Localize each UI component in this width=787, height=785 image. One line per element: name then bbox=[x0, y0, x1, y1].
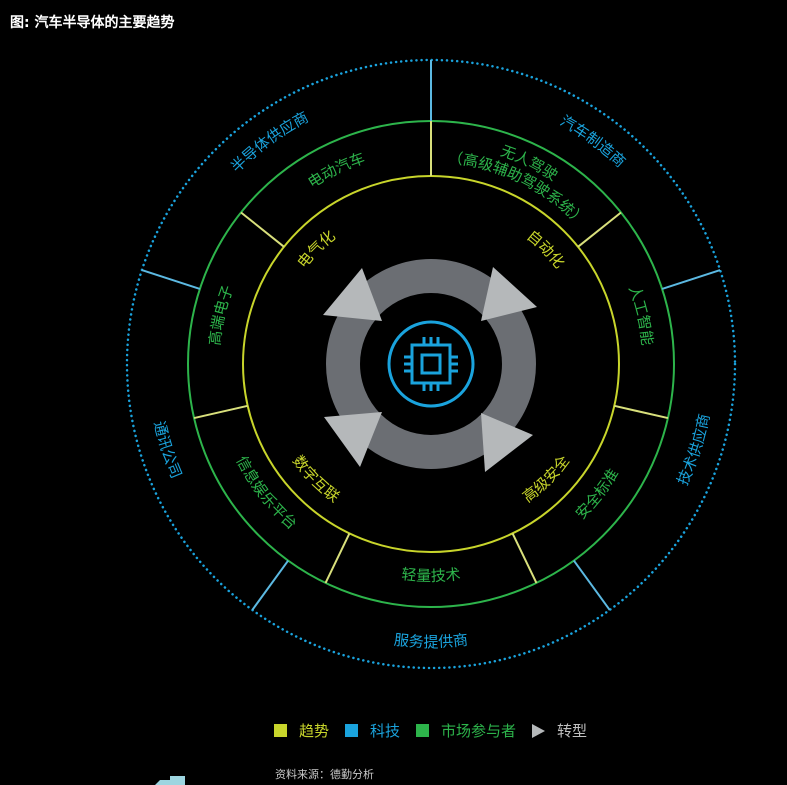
trend-label: 电气化 bbox=[294, 227, 339, 272]
middle-divider bbox=[324, 532, 351, 584]
triangle-icon bbox=[532, 723, 546, 738]
arrow-icon bbox=[323, 268, 382, 321]
middle-ring-circle bbox=[187, 120, 675, 608]
outer-divider bbox=[661, 269, 721, 290]
middle-label: 信息娱乐平台 bbox=[232, 453, 300, 533]
legend-label: 转型 bbox=[557, 722, 588, 740]
trend-swatch-icon bbox=[274, 724, 287, 737]
middle-divider bbox=[577, 211, 622, 248]
legend-label: 市场参与者 bbox=[441, 722, 517, 740]
chip-icon bbox=[387, 320, 475, 408]
transformation-arrows bbox=[323, 267, 537, 472]
legend-item-transform: 转型 bbox=[532, 720, 587, 741]
middle-divider bbox=[240, 211, 285, 248]
legend-label: 趋势 bbox=[299, 722, 330, 740]
tech-swatch-icon bbox=[345, 724, 359, 737]
arrow-icon bbox=[481, 413, 533, 472]
market-swatch-icon bbox=[416, 724, 430, 737]
legend-label: 科技 bbox=[370, 722, 401, 740]
outer-label: 半导体供应商 bbox=[227, 108, 311, 176]
middle-divider bbox=[614, 404, 669, 420]
middle-label: 人工智能 bbox=[625, 283, 656, 346]
middle-label: 高端电子 bbox=[206, 283, 237, 346]
source-note: 资料来源：德勤分析 bbox=[275, 768, 374, 781]
ring-dividers bbox=[141, 60, 721, 611]
middle-divider bbox=[193, 404, 248, 420]
figure-title: 图: 汽车半导体的主要趋势 bbox=[10, 15, 175, 31]
legend: 趋势 科技 市场参与者 转型 bbox=[274, 720, 603, 741]
outer-divider bbox=[573, 560, 611, 611]
legend-item-trend: 趋势 bbox=[274, 720, 329, 741]
middle-label: 安全标准 bbox=[572, 465, 622, 522]
arrow-icon bbox=[324, 412, 382, 467]
outer-divider bbox=[251, 560, 289, 611]
inner-ring-circle bbox=[242, 175, 620, 553]
trend-label: 高级安全 bbox=[519, 452, 573, 506]
middle-label: 电动汽车 bbox=[305, 149, 368, 192]
trend-label: 自动化 bbox=[523, 227, 568, 272]
outer-label: 服务提供商 bbox=[393, 631, 469, 651]
decorative-shape-icon bbox=[155, 776, 185, 785]
arrow-icon bbox=[481, 267, 537, 321]
trend-label: 数字互联 bbox=[289, 452, 343, 506]
outer-label: 通讯公司 bbox=[150, 419, 185, 481]
middle-divider bbox=[511, 532, 538, 584]
outer-divider bbox=[141, 269, 201, 290]
middle-label: 轻量技术 bbox=[401, 565, 462, 585]
transformation-cycle-ring bbox=[326, 259, 536, 469]
legend-item-tech: 科技 bbox=[345, 720, 400, 741]
outer-label: 技术供应商 bbox=[674, 412, 714, 488]
legend-item-market: 市场参与者 bbox=[416, 720, 516, 741]
